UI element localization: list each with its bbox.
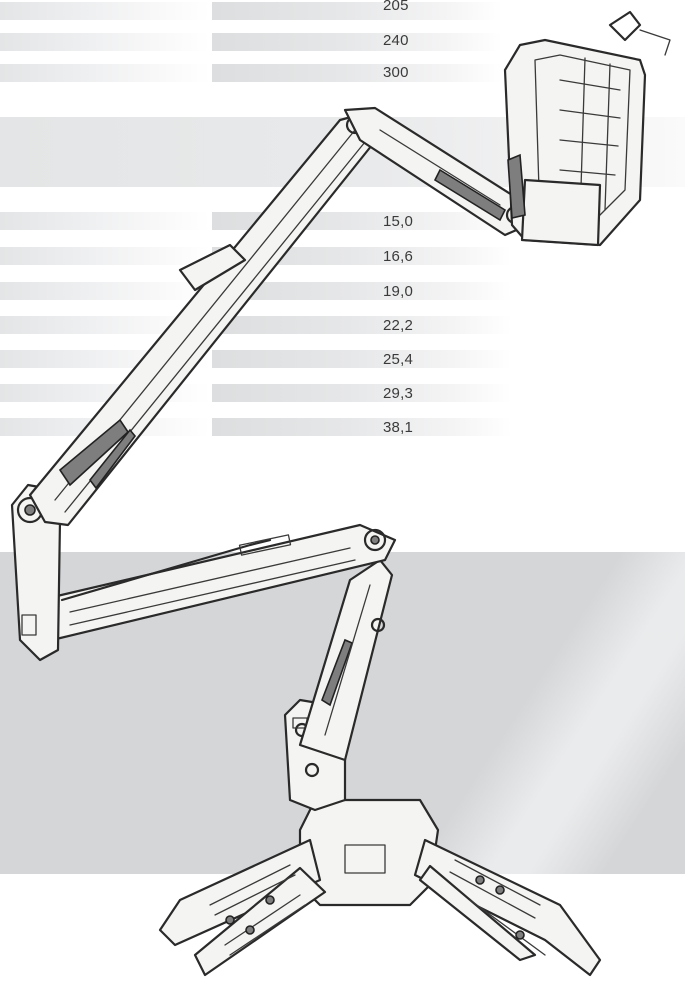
table-value: 16,6 bbox=[383, 248, 413, 265]
table-row-band bbox=[0, 64, 210, 82]
table-value: 29,3 bbox=[383, 385, 413, 402]
elbow-joint bbox=[10, 483, 62, 662]
table-value: 205 bbox=[383, 0, 409, 14]
table-row-band bbox=[0, 33, 210, 51]
table-value: 240 bbox=[383, 32, 409, 49]
jib-arm bbox=[343, 106, 530, 237]
table-value: 25,4 bbox=[383, 351, 413, 368]
upper-boom bbox=[28, 110, 382, 527]
table-value: 19,0 bbox=[383, 283, 413, 300]
table-value: 300 bbox=[383, 64, 409, 81]
table-cell-band bbox=[212, 282, 512, 300]
table-row-band bbox=[0, 2, 210, 20]
lower-boom bbox=[298, 558, 394, 762]
main-boom bbox=[33, 523, 397, 642]
table-cell-band bbox=[212, 418, 512, 436]
table-cell-band bbox=[212, 384, 512, 402]
table-row-band bbox=[0, 316, 210, 334]
table-cell-band bbox=[212, 350, 512, 368]
table-cell-band bbox=[212, 64, 502, 82]
table-value: 22,2 bbox=[383, 317, 413, 334]
table-value: 15,0 bbox=[383, 213, 413, 230]
table-row-band bbox=[0, 212, 210, 230]
table-row-band bbox=[0, 247, 210, 265]
work-basket bbox=[503, 10, 671, 247]
outrigger-base bbox=[158, 798, 602, 977]
table-cell-band bbox=[212, 316, 512, 334]
table-cell-band bbox=[212, 2, 502, 20]
table-value: 38,1 bbox=[383, 419, 413, 436]
table-row-band bbox=[0, 282, 210, 300]
table-cell-band bbox=[212, 33, 502, 51]
